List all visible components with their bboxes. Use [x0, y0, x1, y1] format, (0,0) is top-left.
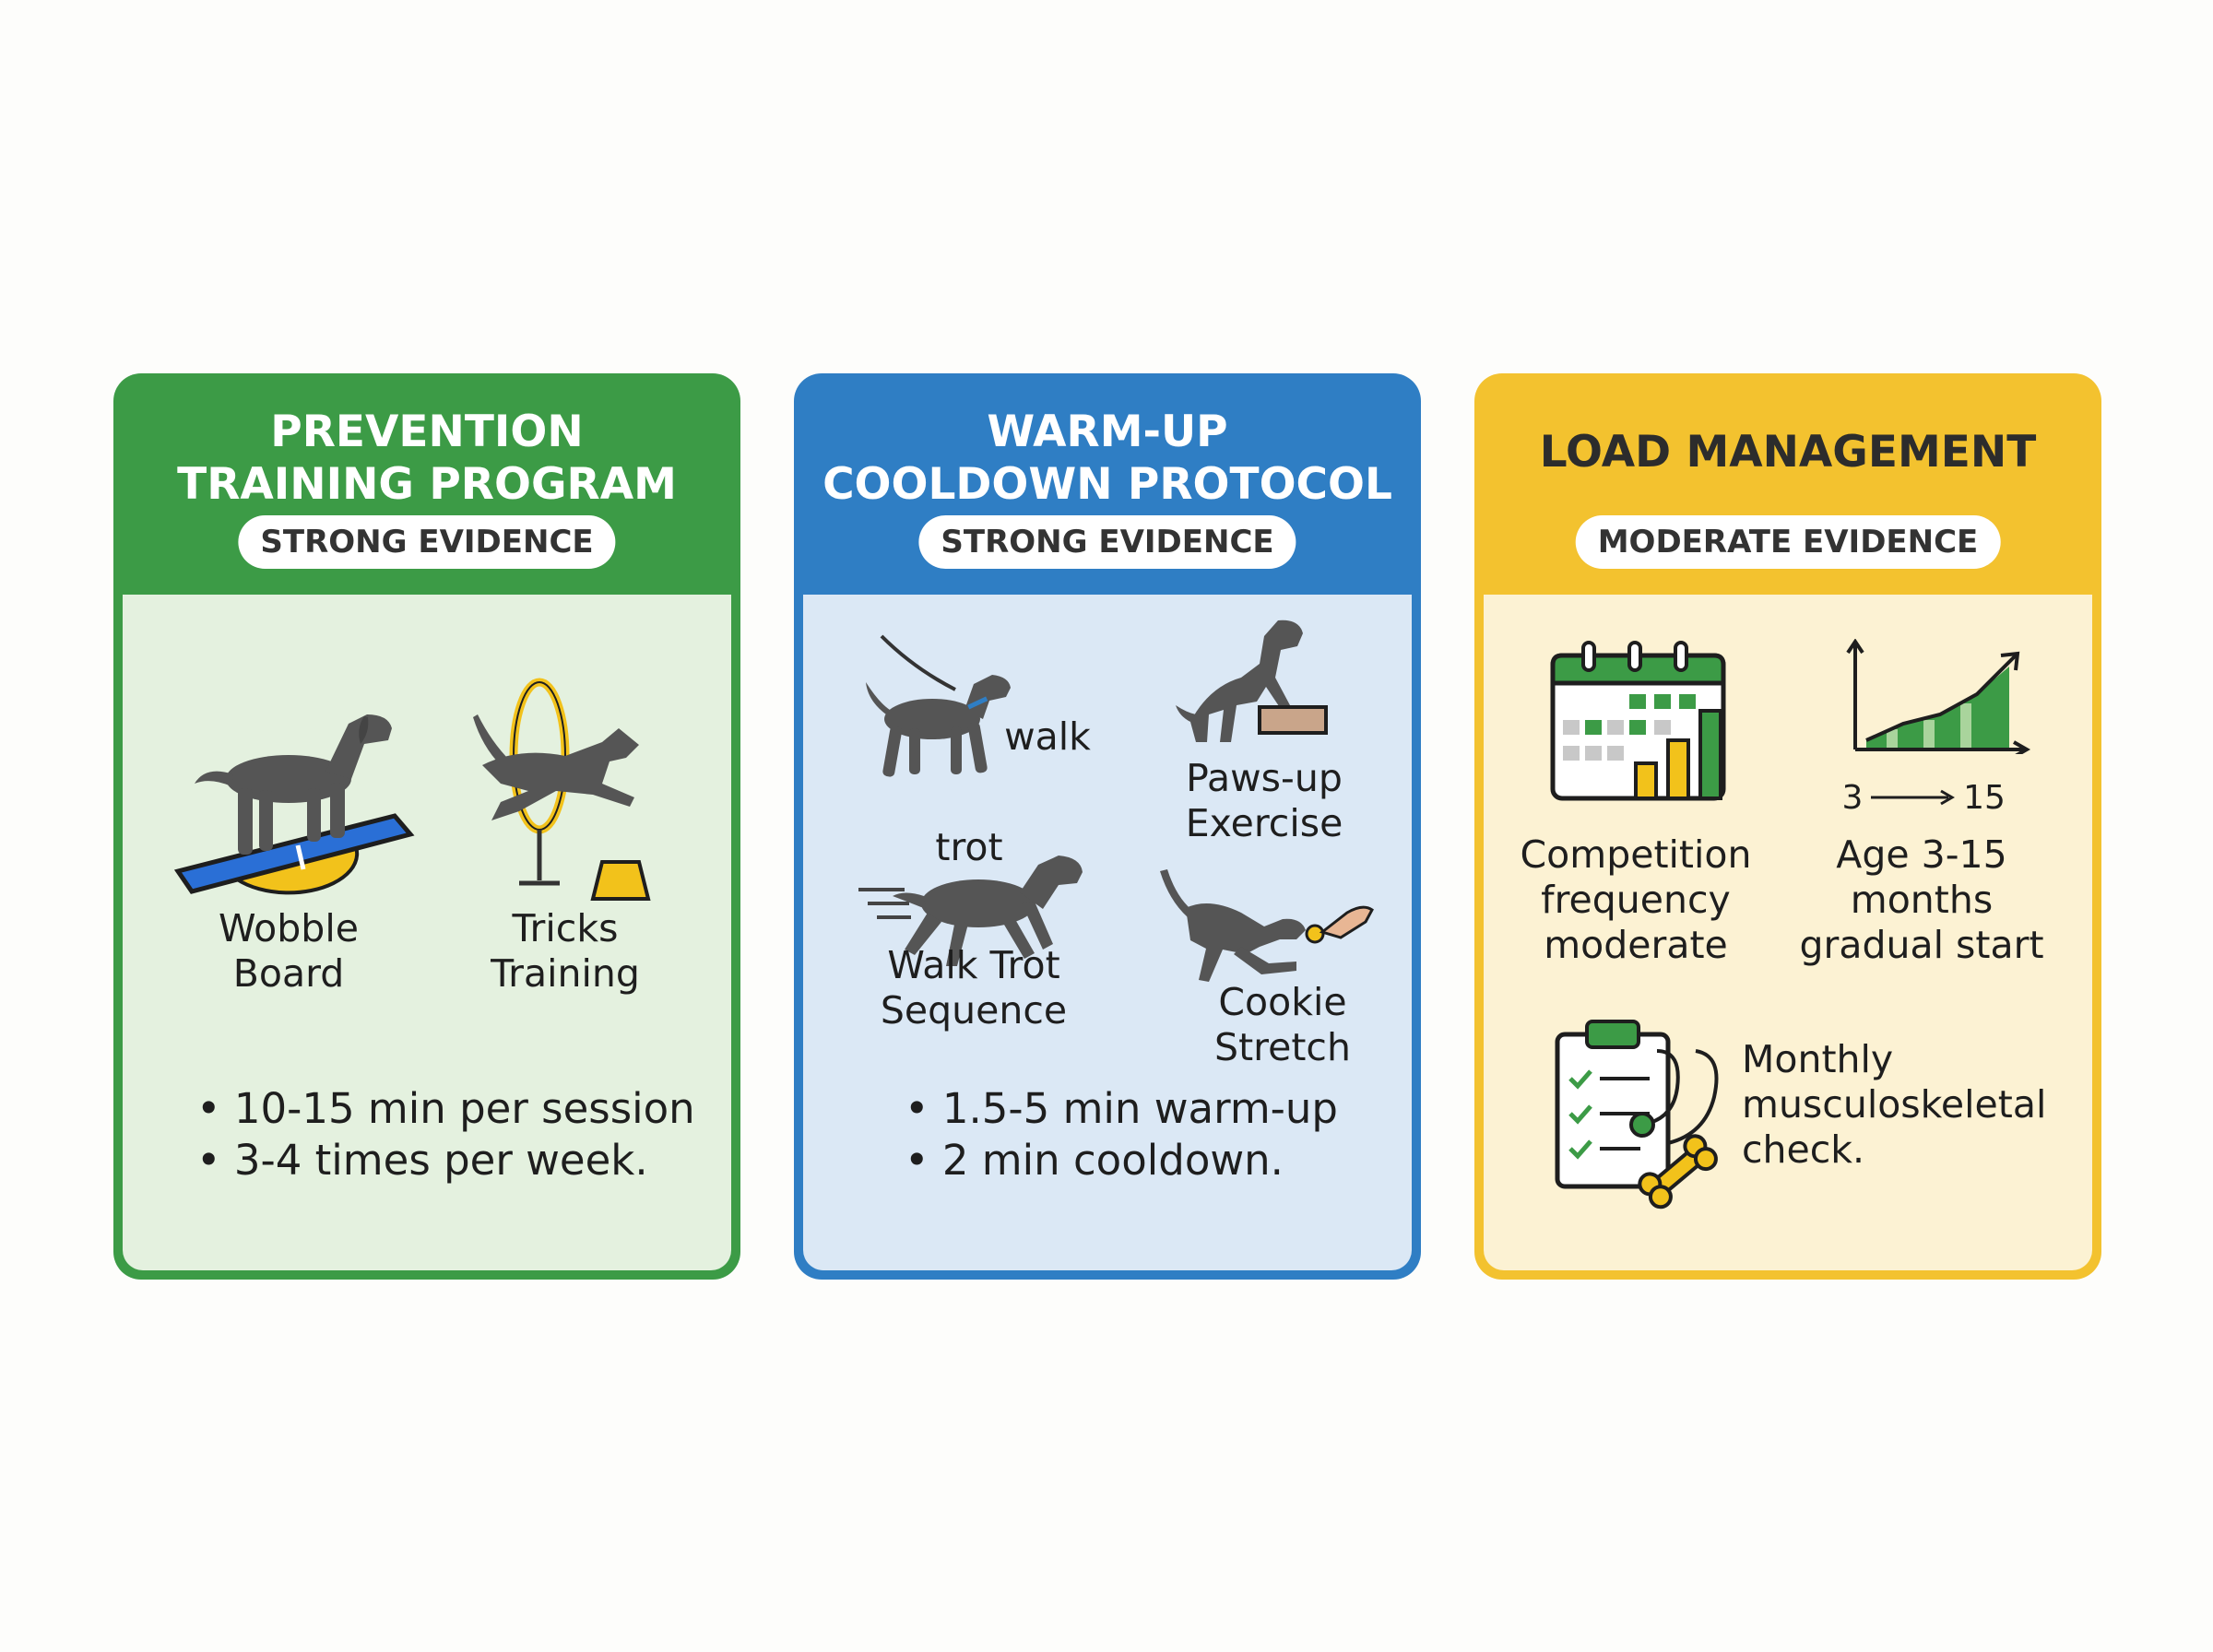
evidence-badge: STRONG EVIDENCE [918, 515, 1296, 569]
bullet-item: • 1.5-5 min warm-up [905, 1084, 1338, 1133]
clipboard-stethoscope-icon [1548, 1014, 1733, 1212]
bullet-item: • 3-4 times per week. [196, 1136, 648, 1185]
bullet-list: • 1.5-5 min warm-up • 2 min cooldown. [905, 1083, 1338, 1186]
card-title-line-1: WARM-UP [987, 407, 1228, 457]
card-load-management: LOAD MANAGEMENT MODERATE EVIDENCE [1474, 373, 2101, 1280]
bullet-list: • 10-15 min per session • 3-4 times per … [196, 1083, 695, 1186]
item-label-monthly-check: Monthly musculoskeletal check. [1742, 1037, 2047, 1172]
growth-chart-icon [1839, 639, 2032, 754]
dog-cookie-stretch-icon [1158, 862, 1379, 991]
evidence-badge: STRONG EVIDENCE [238, 515, 616, 569]
item-label-cookie-stretch: Cookie Stretch [1214, 980, 1351, 1069]
evidence-badge: MODERATE EVIDENCE [1575, 515, 2001, 569]
bullet-item: • 10-15 min per session [196, 1084, 695, 1133]
card-header: WARM-UP COOLDOWN PROTOCOL STRONG EVIDENC… [794, 373, 1421, 595]
dog-on-leash-icon [858, 627, 1015, 784]
item-label-wobble-board: Wobble Board [219, 906, 359, 996]
card-warmup-cooldown: WARM-UP COOLDOWN PROTOCOL STRONG EVIDENC… [794, 373, 1421, 1280]
item-label-walk: walk [1004, 714, 1091, 759]
card-header: PREVENTION TRAINING PROGRAM STRONG EVIDE… [113, 373, 740, 595]
item-label-competition-frequency: Competition frequency moderate [1520, 832, 1752, 967]
card-prevention-training: PREVENTION TRAINING PROGRAM STRONG EVIDE… [113, 373, 740, 1280]
card-title-line-2: TRAINING PROGRAM [177, 459, 677, 510]
card-body: Wobble Board Tricks Training • 10-15 min… [123, 595, 731, 1270]
item-label-walk-trot-sequence: Walk Trot Sequence [880, 943, 1068, 1032]
dog-trotting-icon [854, 848, 1094, 977]
item-label-tricks-training: Tricks Training [491, 906, 640, 996]
dog-jumping-hoop-icon [464, 673, 667, 903]
item-label-paws-up: Paws-up Exercise [1185, 756, 1343, 845]
axis-start-label: 3 [1841, 779, 1864, 817]
calendar-chart-icon [1548, 639, 1742, 805]
arrow-right-icon [1869, 788, 1957, 807]
item-label-age-gradual-start: Age 3-15 months gradual start [1799, 832, 2044, 967]
card-title-line-1: PREVENTION [270, 407, 584, 457]
card-body: walk Paws-up Exercise trot [803, 595, 1412, 1270]
dog-on-wobble-board-icon [169, 687, 427, 908]
card-title-line-2: COOLDOWN PROTOCOL [822, 459, 1392, 510]
item-label-trot: trot [935, 825, 1003, 869]
axis-end-label: 15 [1963, 779, 2006, 817]
dog-paws-up-icon [1172, 613, 1329, 751]
card-header: LOAD MANAGEMENT MODERATE EVIDENCE [1474, 373, 2101, 595]
card-title-line-1: LOAD MANAGEMENT [1539, 427, 2037, 478]
card-body: 3 15 Competition frequency moderate Age … [1484, 595, 2092, 1270]
bullet-item: • 2 min cooldown. [905, 1136, 1284, 1185]
